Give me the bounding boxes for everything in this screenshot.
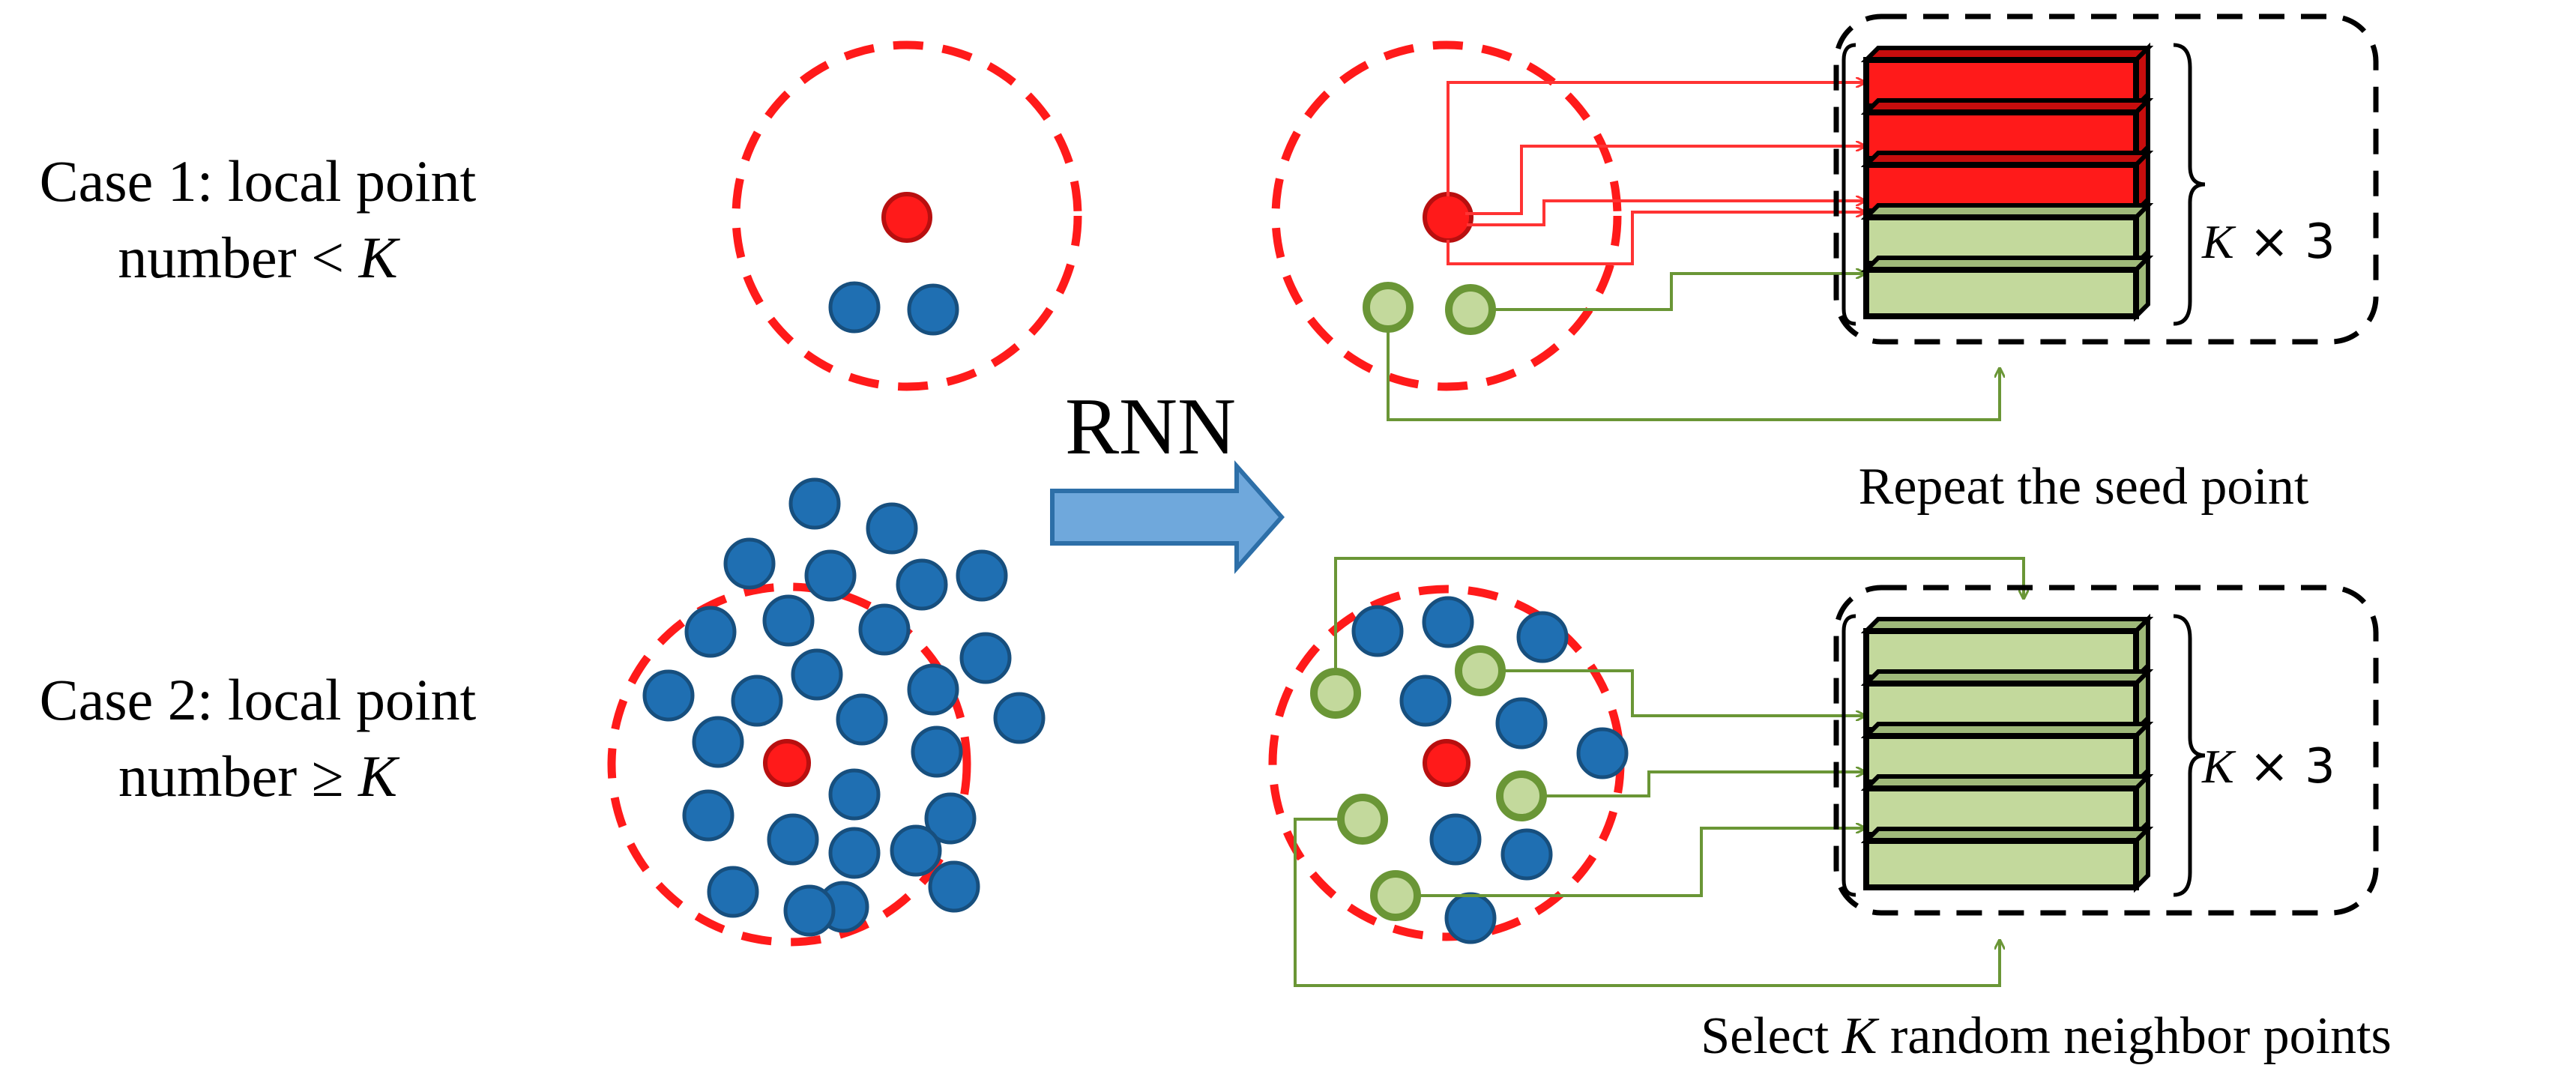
right-block-arrow-icon — [1050, 460, 1285, 574]
blue-dot-icon — [858, 603, 911, 656]
feature-block-green — [1860, 252, 2154, 322]
blue-dot-icon — [1351, 605, 1404, 657]
green-circle-icon — [1363, 282, 1414, 333]
case1-feature-stack — [1833, 13, 2379, 345]
feature-block-green — [1860, 666, 2154, 736]
blue-dot-icon — [828, 827, 881, 879]
case1-connections — [1387, 82, 2000, 421]
blue-dot-icon — [1444, 892, 1497, 944]
blue-dot-icon — [783, 884, 836, 937]
blue-dot-icon — [767, 813, 819, 866]
blue-dot-icon — [911, 725, 963, 778]
connector-arrow — [1294, 818, 2000, 987]
dashed-enclosure — [1833, 13, 2379, 345]
green-circle-icon — [1370, 870, 1421, 921]
feature-block-green — [1860, 718, 2154, 788]
blue-dot-icon — [1576, 727, 1629, 779]
blue-dot-icon — [907, 283, 959, 336]
dashed-neighborhood-circle — [1271, 40, 1622, 391]
blue-dot-icon — [1422, 596, 1474, 648]
blue-dot-icon — [684, 606, 737, 658]
green-circle-icon — [1310, 668, 1361, 719]
blue-dot-icon — [1429, 813, 1482, 866]
red-dot-icon — [1423, 192, 1473, 243]
k-brace — [2173, 43, 2206, 326]
blue-dot-icon — [1516, 611, 1569, 663]
green-circle-icon — [1337, 794, 1388, 845]
blue-dot-icon — [836, 693, 888, 746]
blue-dot-icon — [692, 716, 744, 768]
dashed-enclosure — [1833, 585, 2379, 916]
repeat-seed-caption: Repeat the seed point — [1859, 458, 2309, 516]
dashed-neighborhood-circle — [607, 582, 971, 947]
blue-dot-icon — [642, 669, 695, 722]
red-dot-icon — [763, 739, 811, 787]
case2-feature-stack — [1833, 585, 2379, 916]
feature-block-green — [1860, 613, 2154, 684]
rnn-label: RNN — [1065, 382, 1236, 471]
blue-dot-icon — [707, 866, 759, 918]
blue-dot-icon — [928, 860, 980, 913]
case2-connections — [1294, 557, 2024, 987]
blue-dot-icon — [731, 675, 783, 727]
connector-arrow — [1503, 669, 1865, 716]
blue-dot-icon — [1500, 828, 1553, 881]
blue-dot-icon — [1399, 675, 1452, 727]
blue-dot-icon — [804, 549, 857, 602]
blue-dot-icon — [890, 824, 942, 877]
blue-dot-icon — [791, 648, 843, 701]
connector-arrow — [1387, 330, 2000, 421]
stack-bracket — [1841, 43, 1856, 326]
connector-arrow — [1334, 557, 2024, 672]
blue-dot-icon — [959, 632, 1012, 684]
case1-label-line2: number < K — [118, 225, 400, 290]
case1-input-neighborhood — [732, 40, 1082, 391]
blue-dot-icon — [896, 558, 948, 611]
select-random-caption: Select K random neighbor points — [1701, 1007, 2392, 1065]
blue-dot-icon — [956, 549, 1008, 602]
k-brace — [2173, 614, 2206, 897]
case2-label-line1: Case 2: local point — [40, 667, 477, 732]
green-circle-icon — [1496, 770, 1547, 821]
green-circle-icon — [1445, 284, 1496, 335]
case1-label-line1: Case 1: local point — [40, 148, 477, 214]
stack-bracket — [1841, 614, 1856, 897]
connector-arrow — [1465, 146, 1865, 215]
case2-sampled-neighborhood — [1268, 585, 1629, 944]
blue-dot-icon — [723, 537, 776, 590]
blue-dot-icon — [866, 502, 918, 555]
feature-block-red — [1860, 42, 2154, 112]
dashed-neighborhood-circle — [732, 40, 1082, 391]
feature-block-green — [1860, 199, 2154, 270]
red-dot-icon — [881, 192, 932, 243]
feature-block-green — [1860, 770, 2154, 841]
blue-dot-icon — [828, 281, 881, 334]
blue-dot-icon — [1495, 697, 1548, 749]
connector-arrow — [1544, 772, 1865, 797]
blue-dot-icon — [924, 792, 977, 845]
green-circle-icon — [1455, 645, 1506, 696]
blue-dot-icon — [907, 663, 959, 716]
feature-block-red — [1860, 94, 2154, 165]
case2-label-line2: number ≥ K — [118, 743, 400, 809]
connector-arrow — [1447, 212, 1865, 265]
case2-k-times-3-label: K × 3 — [2201, 739, 2335, 794]
blue-dot-icon — [828, 768, 881, 821]
connector-arrow — [1418, 828, 1865, 897]
red-dot-icon — [1423, 739, 1471, 787]
case2-input-neighborhood — [607, 477, 1046, 947]
feature-block-red — [1860, 147, 2154, 217]
connector-arrow — [1493, 274, 1865, 311]
connector-arrow — [1447, 82, 1865, 196]
blue-dot-icon — [682, 789, 735, 842]
connector-arrow — [1467, 201, 1865, 226]
blue-dot-icon — [788, 477, 841, 530]
blue-dot-icon — [993, 692, 1046, 744]
case1-k-times-3-label: K × 3 — [2201, 214, 2335, 270]
feature-block-green — [1860, 823, 2154, 893]
blue-dot-icon — [762, 594, 815, 647]
